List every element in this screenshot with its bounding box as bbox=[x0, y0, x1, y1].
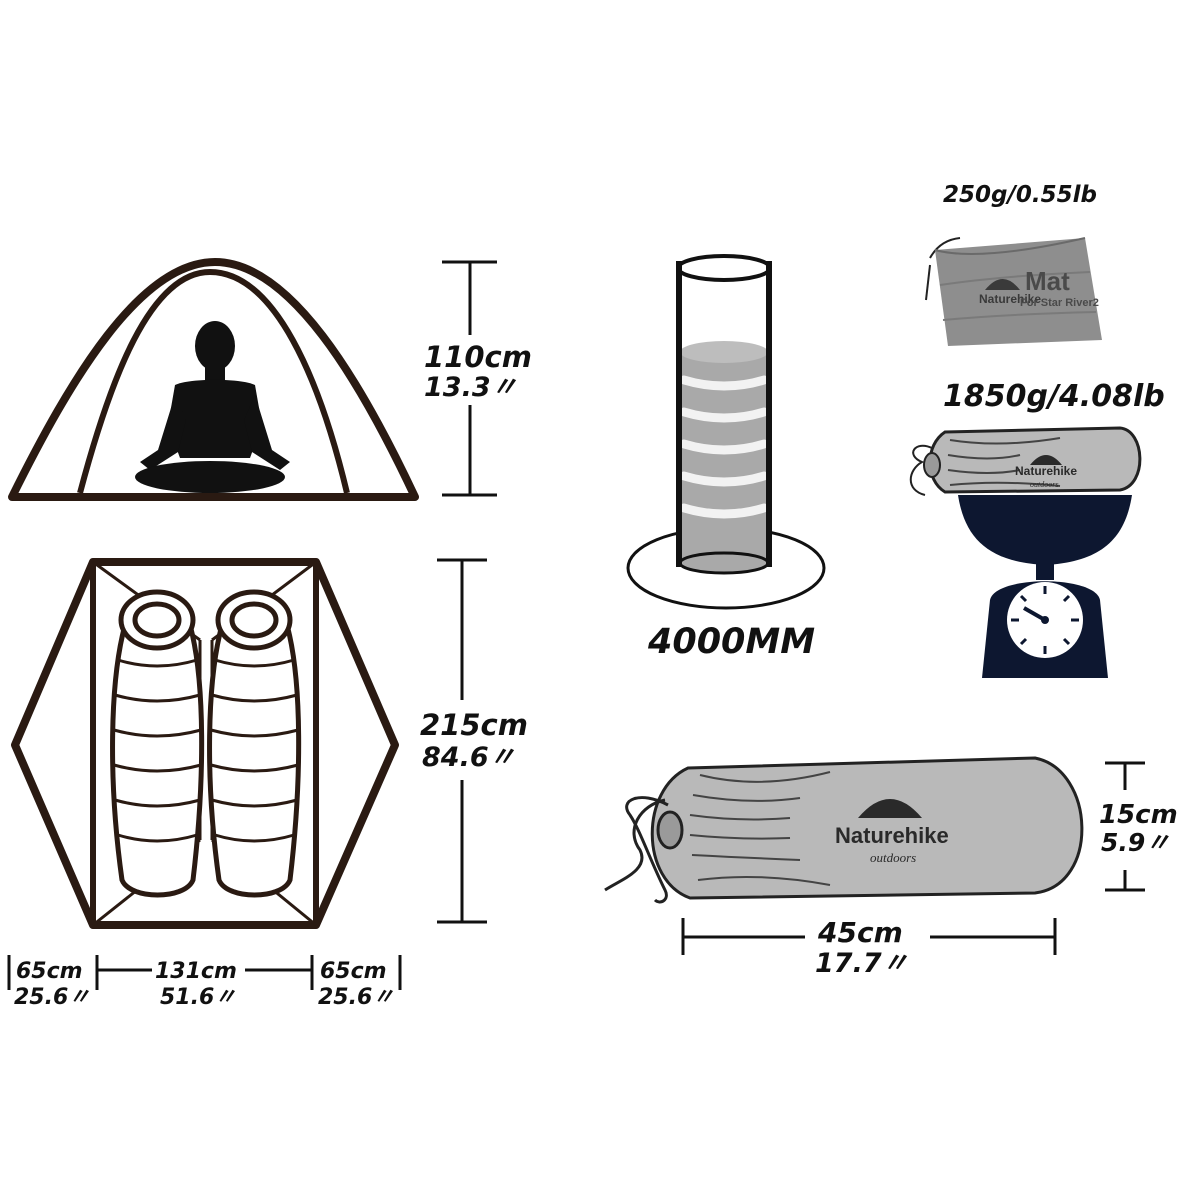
diameter-metric: 15cm bbox=[1099, 800, 1178, 830]
height-dimension-line bbox=[442, 260, 497, 497]
length-metric: 215cm bbox=[420, 708, 528, 742]
width-left-imperial: 25.6〃 bbox=[14, 985, 90, 1010]
mat-bag-icon bbox=[925, 237, 1102, 346]
tent-bag-brand: Naturehike bbox=[1015, 464, 1077, 478]
sleeping-bag-icon bbox=[110, 589, 205, 898]
width-left-metric: 65cm bbox=[16, 959, 83, 984]
packed-brand-sub: outdoors bbox=[870, 850, 916, 865]
width-right-imperial: 25.6〃 bbox=[318, 985, 394, 1010]
packed-brand: Naturehike bbox=[835, 823, 949, 848]
diameter-dimension-line bbox=[1105, 761, 1145, 892]
waterproof-rating: 4000MM bbox=[647, 622, 815, 662]
mat-brand: Naturehike bbox=[979, 292, 1041, 306]
mat-title: Mat bbox=[1025, 266, 1070, 296]
water-column-icon bbox=[626, 254, 826, 610]
mat-subtitle: For Star River2 bbox=[1020, 297, 1099, 309]
tent-front-icon bbox=[8, 258, 419, 501]
diameter-imperial: 5.9〃 bbox=[1101, 828, 1170, 857]
height-metric: 110cm bbox=[424, 340, 532, 374]
tent-bag-weight: 1850g/4.08lb bbox=[943, 379, 1165, 414]
mat-weight: 250g/0.55lb bbox=[943, 182, 1097, 208]
tent-bag-brand-sub: outdoors bbox=[1030, 480, 1058, 489]
scale-icon bbox=[958, 495, 1132, 678]
width-center-metric: 131cm bbox=[155, 959, 237, 984]
packed-length-metric: 45cm bbox=[817, 916, 903, 949]
packed-length-imperial: 17.7〃 bbox=[815, 948, 909, 979]
length-imperial: 84.6〃 bbox=[422, 742, 516, 773]
sleeping-bag-icon bbox=[207, 589, 302, 898]
tent-bag-icon bbox=[909, 426, 1142, 496]
height-imperial: 13.3〃 bbox=[424, 372, 518, 403]
width-center-imperial: 51.6〃 bbox=[160, 985, 236, 1010]
packed-length-dimension-line bbox=[681, 918, 1057, 955]
width-dimension-line bbox=[7, 955, 402, 990]
length-dimension-line bbox=[437, 558, 487, 924]
tent-floor-icon bbox=[11, 558, 399, 929]
stuff-sack-icon bbox=[604, 756, 1084, 904]
width-right-metric: 65cm bbox=[320, 959, 387, 984]
person-meditating-icon bbox=[135, 321, 290, 493]
